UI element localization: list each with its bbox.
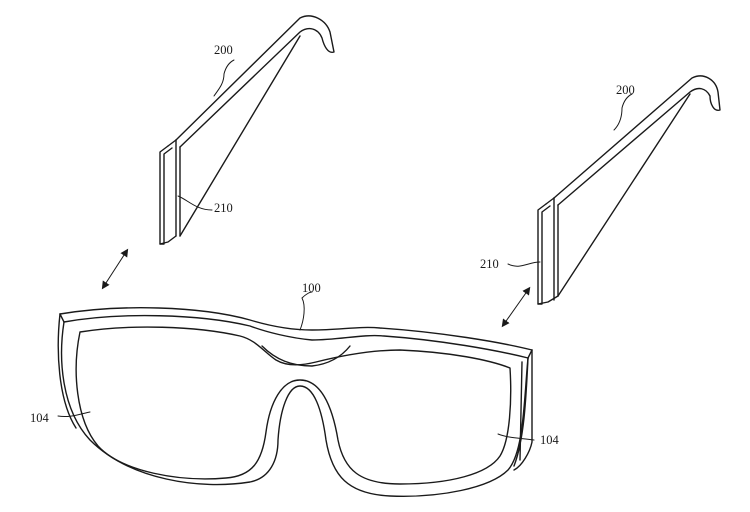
eyeglass-frame (57, 291, 535, 497)
right-temple-arm (507, 75, 721, 305)
label-frame: 100 (302, 281, 321, 295)
label-lens-right: 104 (540, 433, 560, 447)
label-connector-right: 210 (480, 257, 499, 271)
left-detach-arrow (101, 248, 129, 290)
label-temple-right: 200 (616, 83, 635, 97)
right-detach-arrow (501, 286, 531, 328)
label-temple-left: 200 (214, 43, 233, 57)
label-connector-left: 210 (214, 201, 233, 215)
label-lens-left: 104 (30, 411, 50, 425)
left-temple-arm (159, 15, 335, 245)
